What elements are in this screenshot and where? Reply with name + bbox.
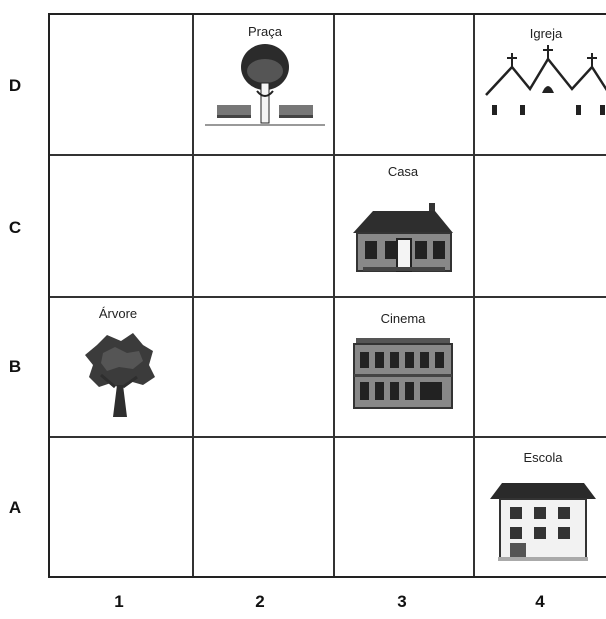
place-arvore: Árvore	[48, 306, 188, 425]
place-casa: Casa	[333, 164, 473, 275]
grid	[48, 13, 606, 578]
cinema-icon	[353, 338, 453, 409]
row-label-c: C	[8, 218, 22, 237]
school-icon	[490, 483, 596, 561]
place-label: Árvore	[98, 306, 138, 321]
grid-line	[333, 15, 335, 576]
grid-line	[50, 436, 606, 438]
park-icon	[205, 44, 325, 126]
tree-icon	[85, 333, 155, 417]
grid-line	[50, 154, 606, 156]
place-praca: Praça	[195, 24, 335, 129]
column-label-4: 4	[535, 592, 545, 611]
place-escola: Escola	[473, 450, 606, 565]
church-icon	[485, 45, 606, 115]
grid-line	[473, 15, 475, 576]
place-label: Casa	[387, 164, 419, 179]
column-label-2: 2	[255, 592, 265, 611]
row-label-a: A	[8, 498, 22, 517]
house-icon	[353, 203, 453, 272]
place-label: Igreja	[529, 26, 563, 41]
place-igreja: Igreja	[476, 26, 606, 125]
column-label-3: 3	[397, 592, 407, 611]
place-cinema: Cinema	[333, 311, 473, 414]
column-label-1: 1	[114, 592, 124, 611]
grid-line	[192, 15, 194, 576]
place-label: Cinema	[380, 311, 426, 326]
grid-line	[50, 296, 606, 298]
row-label-d: D	[8, 76, 22, 95]
row-label-b: B	[8, 357, 22, 376]
place-label: Escola	[523, 450, 563, 465]
place-label: Praça	[248, 24, 282, 39]
